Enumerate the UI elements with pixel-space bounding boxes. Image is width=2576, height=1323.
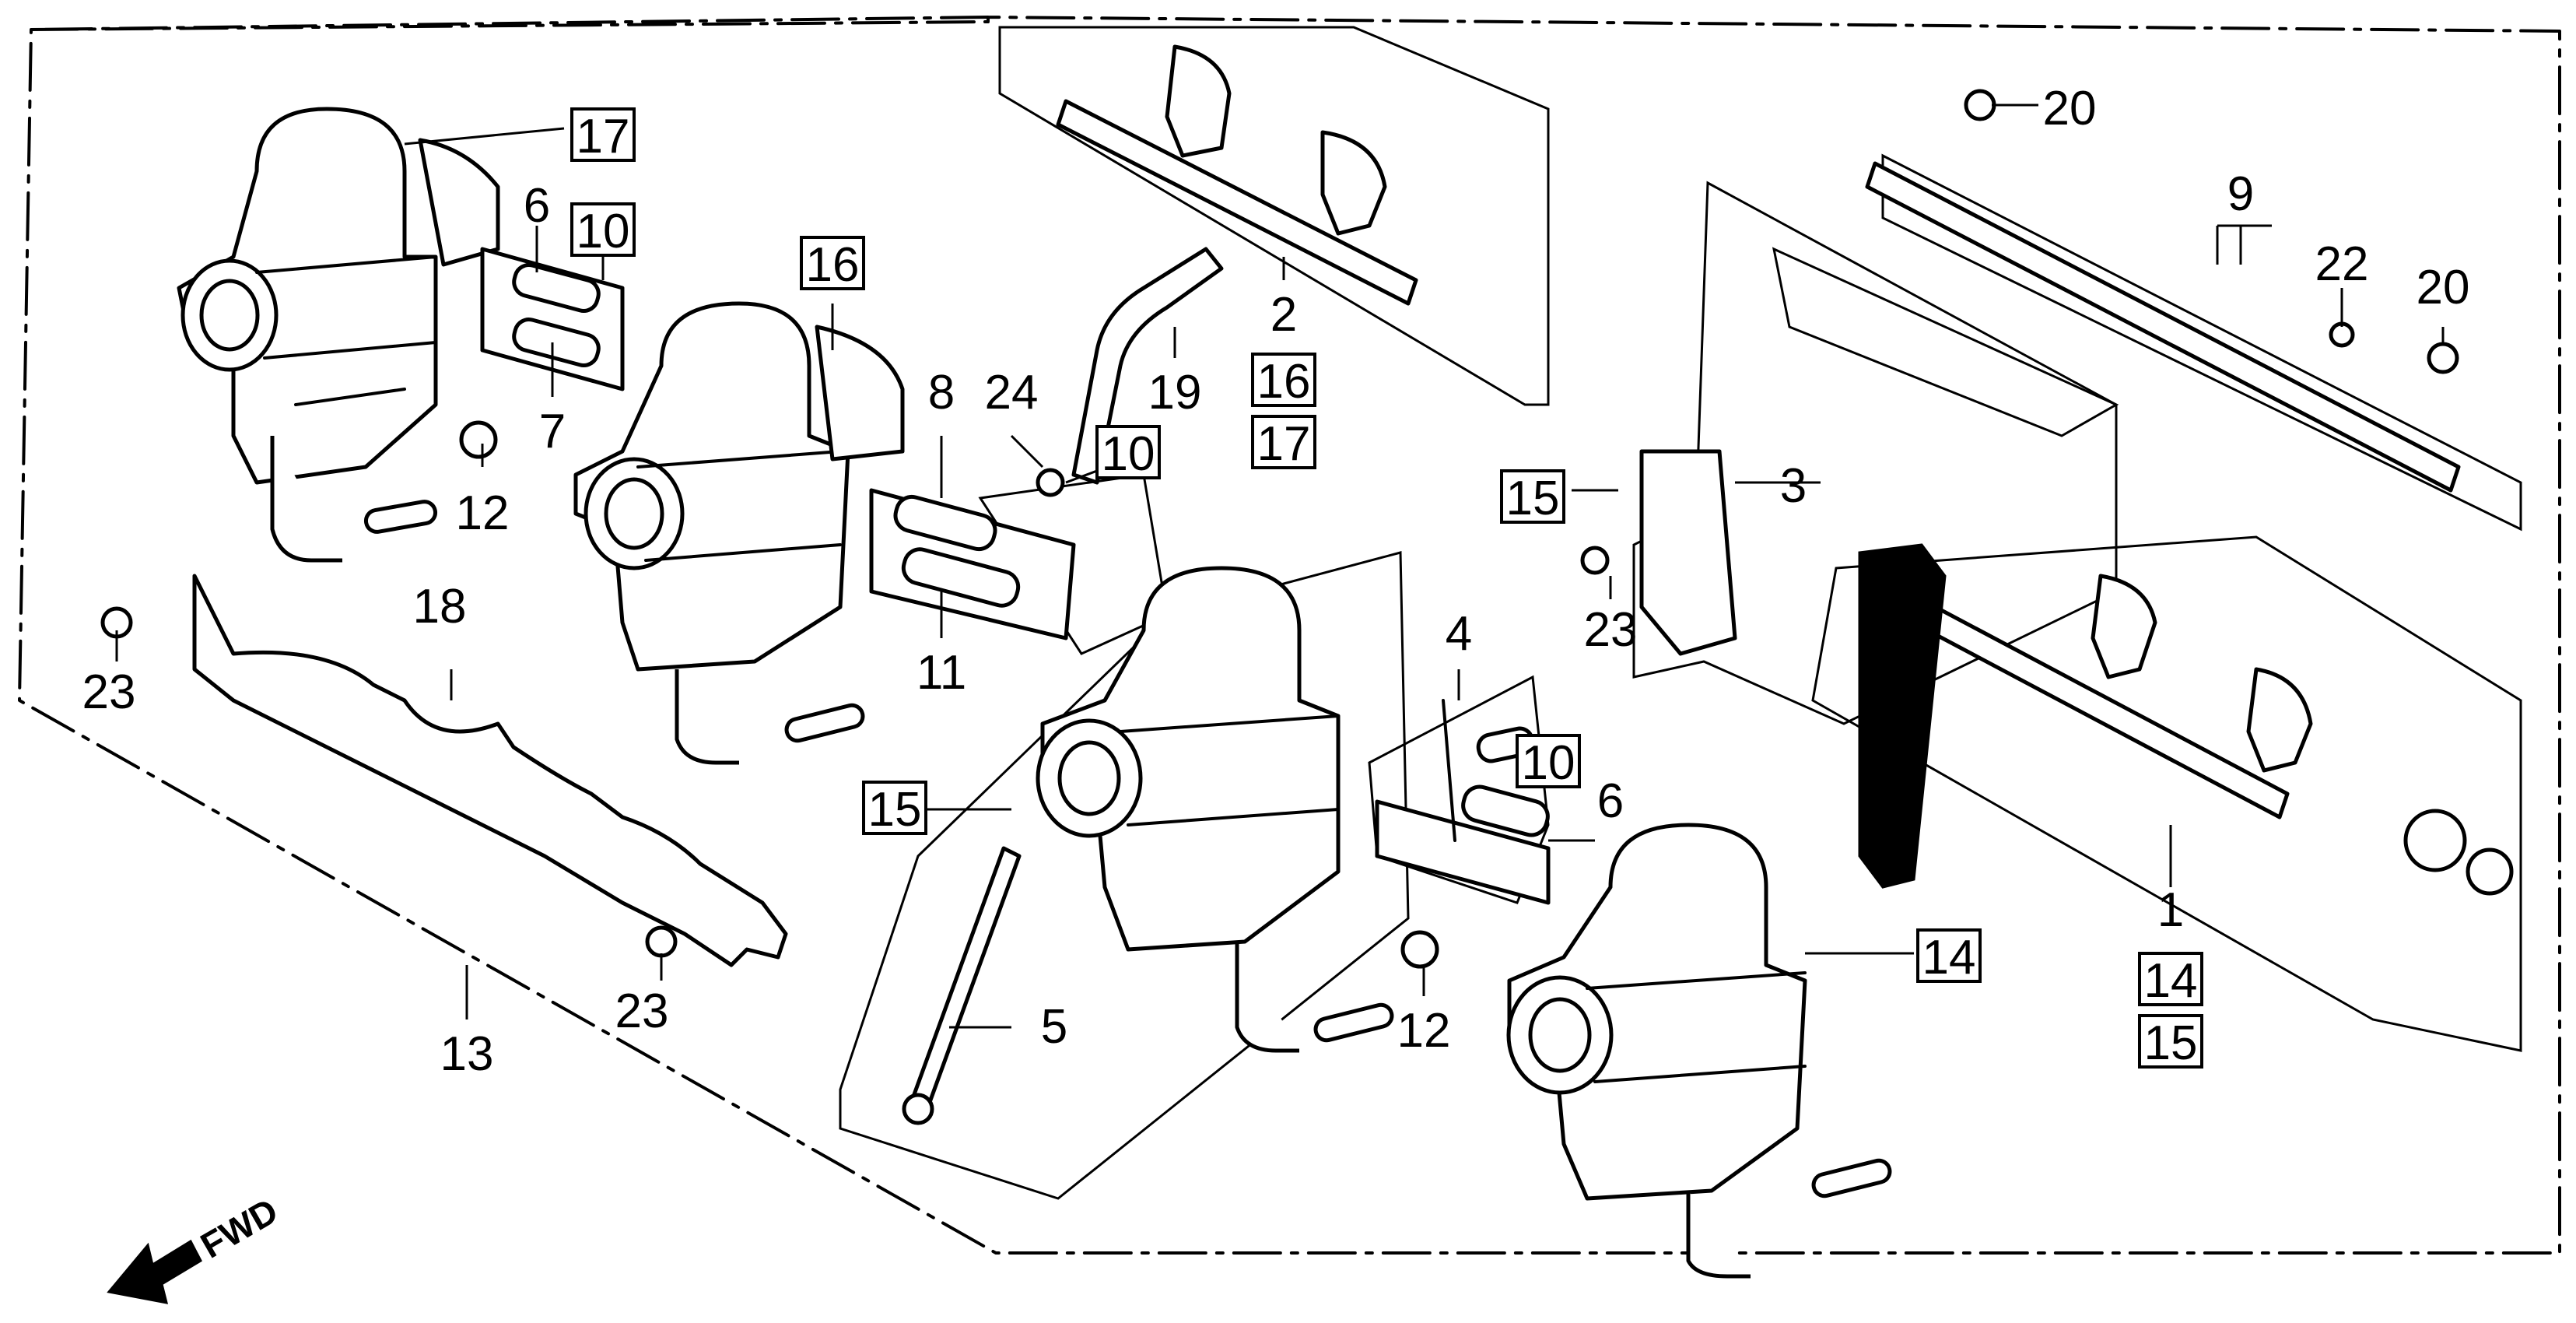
callout-20: 20 [2043,82,2097,135]
callout-11: 11 [916,646,966,700]
callout-1: 1 [2157,883,2184,937]
fasteners [100,89,2459,969]
callout-14: 14 [1922,931,1976,984]
callout-18: 18 [413,580,467,633]
carburetor-body-2 [573,301,905,765]
callout-9: 9 [2227,167,2254,221]
callout-10: 10 [577,205,630,258]
callout-13: 13 [440,1027,494,1081]
callout-6: 6 [1597,774,1624,828]
fwd-label: FWD [194,1190,285,1265]
callout-22: 23 [1584,603,1638,657]
callout-15: 15 [2144,1016,2198,1070]
callout-23: 23 [82,665,136,719]
callout-23: 23 [615,984,669,1038]
callout-14: 14 [2144,954,2198,1008]
callout-15: 15 [1506,472,1560,525]
callout-2: 2 [1270,288,1297,342]
choke-shaft-9 [1865,161,2461,493]
callout-5: 5 [1041,1000,1067,1054]
callout-21: 22 [2315,237,2369,291]
callout-12: 12 [456,486,510,540]
callout-12: 12 [1397,1004,1451,1058]
callout-19: 19 [1148,366,1202,419]
throttle-link-plate-2 [1056,44,1418,306]
fuel-tube-19 [1071,247,1224,485]
carburetor-body-4 [1506,823,1892,1279]
callout-15: 15 [868,783,922,837]
carb-stay-18 [192,574,788,967]
callout-6: 6 [524,179,550,233]
carburetor-body-3 [1036,566,1394,1053]
callout-10: 10 [1522,736,1575,790]
choke-link-3 [1639,449,1947,889]
callout-7: 7 [539,405,566,458]
callout-20: 20 [2417,261,2470,314]
fwd-arrow: FWD [107,1190,285,1304]
callout-17: 17 [1257,417,1311,471]
jet-set-3 [1375,699,1551,905]
callout-3: 3 [1780,459,1807,513]
jet-set-2 [869,488,1076,640]
assembly-border [18,16,2561,1255]
callout-8: 8 [928,366,955,419]
callout-labels: 17 6 10 16 7 12 8 24 10 11 19 2 16 17 18… [82,82,2470,1081]
callout-16: 16 [806,238,860,292]
callout-16: 16 [1257,355,1311,409]
leader-lines [115,104,2445,1029]
adjusting-screw-5 [902,846,1022,1125]
callout-24: 24 [985,366,1039,419]
callout-4: 4 [1446,607,1472,661]
callout-10: 10 [1102,427,1155,481]
carburetor-body-1 [177,107,500,563]
jet-set-1 [480,247,625,391]
callout-17: 17 [577,110,630,163]
throttle-link-plate-1 [1896,574,2514,896]
